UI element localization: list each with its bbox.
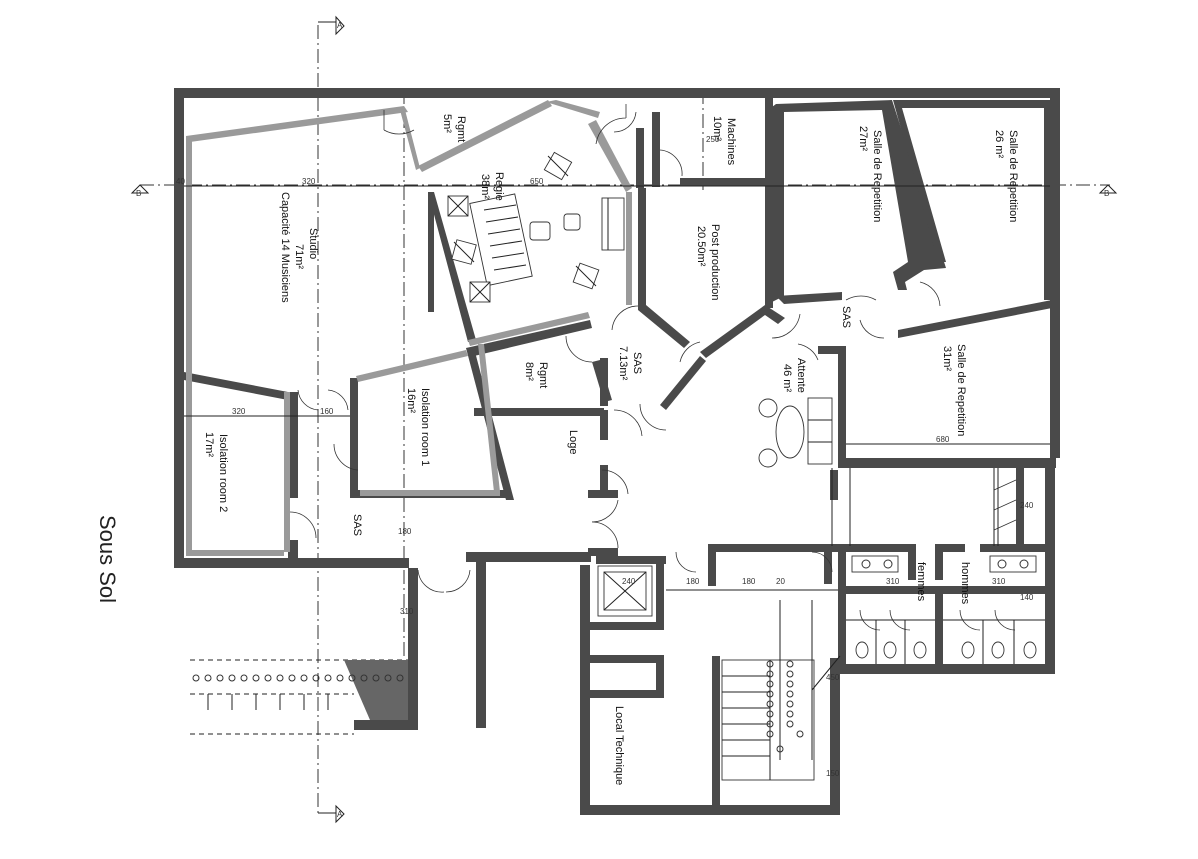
exterior-walls — [174, 88, 1060, 815]
room-label-femmes: femmes — [915, 562, 927, 602]
dim-680: 680 — [936, 435, 950, 444]
dim-650: 650 — [530, 177, 544, 186]
dim-310-b: 310 — [992, 577, 1006, 586]
dim-310-a: 310 — [886, 577, 900, 586]
room-label-attente: Attente — [795, 358, 807, 393]
control-room-furniture — [447, 151, 625, 303]
room-label-technique: Local Technique — [613, 706, 625, 785]
room-label-studio-area: 71m² — [293, 244, 305, 269]
room-label-loge: Loge — [567, 430, 579, 454]
interior-walls — [184, 98, 1056, 806]
room-label-rgmt-1-area: 5m² — [441, 114, 453, 133]
room-label-studio-capacity: Capacité 14 Musiciens — [279, 192, 291, 303]
dim-40-left: 40 — [176, 177, 185, 186]
room-label-rgmt-2: Rgmt — [537, 362, 549, 388]
dim-180-b: 180 — [686, 577, 700, 586]
room-label-repetition-3-area: 31m² — [941, 346, 953, 371]
room-label-repetition-1-area: 27m² — [857, 126, 869, 151]
svg-text:B: B — [1104, 189, 1109, 198]
exterior-ramp — [190, 659, 408, 735]
room-label-regie: Regie — [493, 172, 505, 201]
toilet-fixtures — [846, 555, 1045, 664]
dimension-labels: 320 650 40 250 320 160 680 180 240 180 1… — [176, 135, 1034, 778]
room-label-iso-2: Isolation room 2 — [217, 434, 229, 512]
room-label-rgmt-1: Rgmt — [455, 116, 467, 142]
room-labels: Studio 71m² Capacité 14 Musiciens Regie … — [203, 114, 1019, 785]
page-title: Sous Sol — [95, 515, 120, 603]
elevator — [597, 565, 653, 617]
room-label-repetition-2: Salle de Repetition — [1007, 130, 1019, 222]
room-label-repetition-3: Salle de Repetition — [955, 344, 967, 436]
room-label-iso-2-area: 17m² — [203, 432, 215, 457]
axis-marker-bottom: A — [318, 804, 345, 824]
axis-marker-top: A — [318, 15, 345, 36]
room-label-machines: Machines — [725, 118, 737, 166]
dim-450: 450 — [826, 673, 840, 682]
waiting-room-furniture — [758, 397, 833, 468]
room-label-repetition-1: Salle de Repetition — [871, 130, 883, 222]
room-label-hommes: hommes — [959, 562, 971, 605]
dim-240-b: 240 — [1020, 501, 1034, 510]
room-label-studio: Studio — [307, 228, 319, 259]
axis-marker-left: B — [130, 184, 150, 198]
svg-text:A: A — [337, 21, 343, 30]
room-label-sas-2: SAS — [840, 306, 852, 328]
dim-140: 140 — [1020, 593, 1034, 602]
svg-text:B: B — [136, 189, 141, 198]
glazing-lines — [184, 185, 1050, 591]
dim-310-c: 310 — [400, 607, 414, 616]
dim-180-a: 180 — [398, 527, 412, 536]
acoustic-walls — [186, 100, 632, 556]
room-label-iso-1-area: 16m² — [405, 388, 417, 413]
room-label-regie-area: 38m² — [479, 174, 491, 199]
door-swings — [289, 104, 1017, 631]
dim-20: 20 — [776, 577, 785, 586]
room-label-attente-area: 46 m² — [781, 364, 793, 392]
room-label-sas-2-area: SAS — [351, 514, 363, 536]
room-label-post-area: 20.50m² — [695, 226, 707, 267]
dim-320-mid: 320 — [232, 407, 246, 416]
svg-text:A: A — [337, 810, 343, 819]
dim-240-a: 240 — [622, 577, 636, 586]
room-label-machines-area: 10m² — [711, 116, 723, 141]
axis-marker-right: B — [1098, 184, 1118, 198]
dim-150: 150 — [826, 769, 840, 778]
room-label-repetition-2-area: 26 m² — [993, 130, 1005, 158]
dim-250: 250 — [706, 135, 720, 144]
dim-320-top: 320 — [302, 177, 316, 186]
room-label-sas-1: SAS — [631, 352, 643, 374]
dim-160: 160 — [320, 407, 334, 416]
room-label-rgmt-2-area: 8m² — [523, 362, 535, 381]
staircase — [721, 600, 841, 781]
room-label-sas-1-area: 7.13m² — [617, 346, 629, 381]
room-label-post: Post production — [709, 224, 721, 300]
room-label-iso-1: Isolation room 1 — [419, 388, 431, 466]
dim-180-c: 180 — [742, 577, 756, 586]
